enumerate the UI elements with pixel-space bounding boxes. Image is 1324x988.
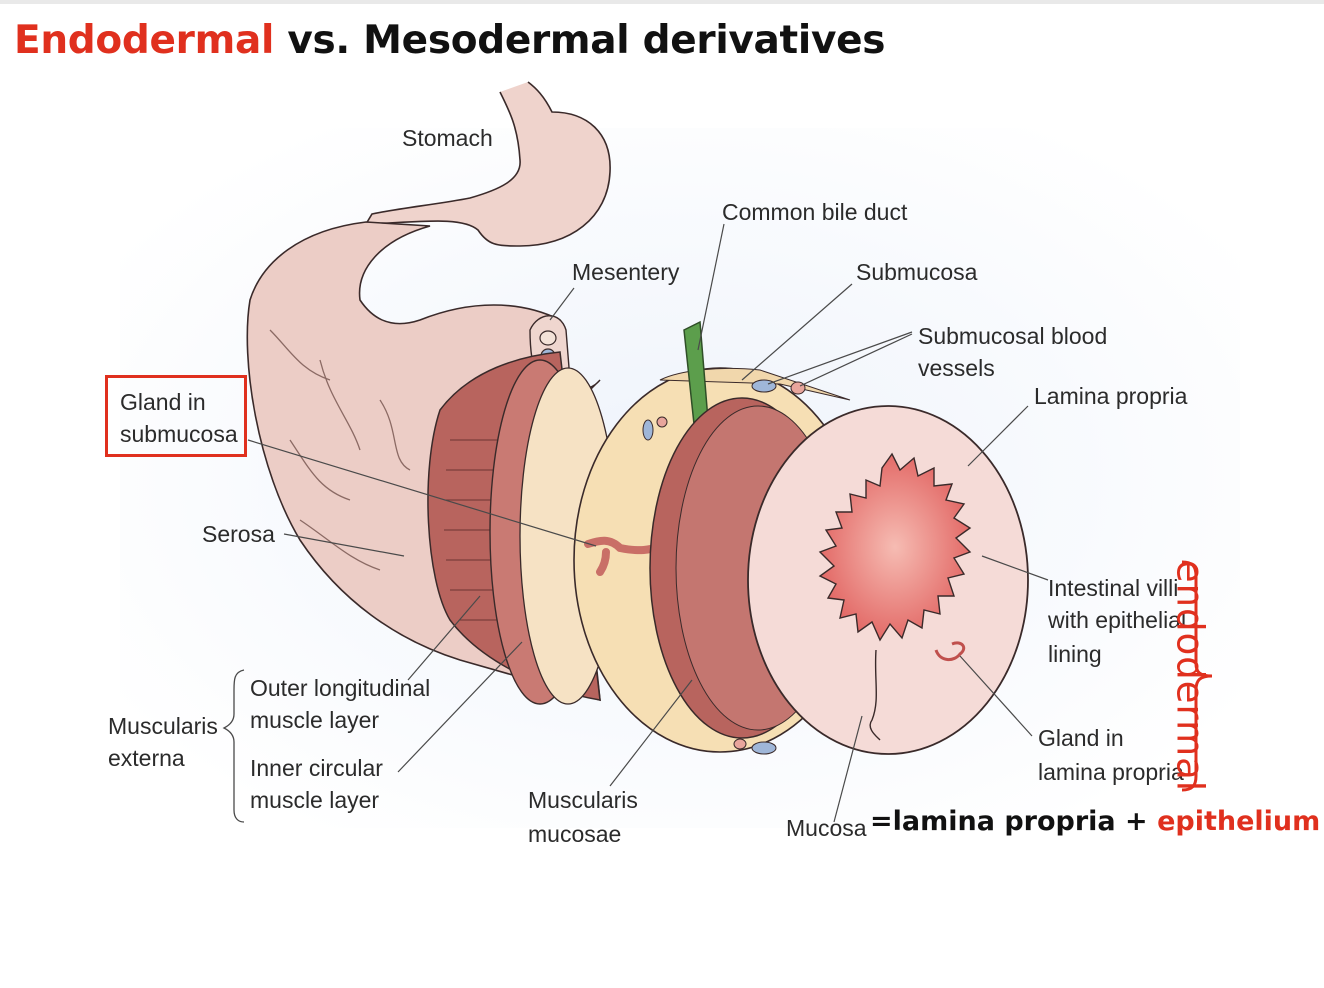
highlight-box-gland-submucosa <box>105 375 247 457</box>
top-border <box>0 0 1324 4</box>
title-highlight: Endodermal <box>14 18 275 63</box>
label-outer-long-1: Outer longitudinal <box>250 675 430 701</box>
label-intestinal-villi-2: with epithelial <box>1047 607 1186 633</box>
mucosa-equation: =lamina propria + epithelium <box>870 806 1320 837</box>
label-inner-circ-2: muscle layer <box>250 787 379 813</box>
label-submucosal-blood-2: vessels <box>918 355 995 381</box>
label-common-bile-duct: Common bile duct <box>722 199 908 225</box>
label-outer-long-2: muscle layer <box>250 707 379 733</box>
page-title: Endodermal vs. Mesodermal derivatives <box>14 18 885 63</box>
submucosal-vessel-6 <box>751 741 777 755</box>
label-gland-submucosa-2: submucosa <box>120 421 238 447</box>
submucosal-vessel-5 <box>733 738 747 750</box>
label-gland-lamina-2: lamina propria <box>1038 759 1184 785</box>
mucosa-equation-text: =lamina propria + <box>870 806 1158 837</box>
muscularis-externa-brace <box>222 669 245 823</box>
submucosal-vessel-3 <box>642 419 654 441</box>
label-inner-circ-1: Inner circular <box>250 755 383 781</box>
label-muscularis-mucosae-2: mucosae <box>528 821 621 847</box>
leader-lines <box>247 223 1049 823</box>
lamina-gland-1 <box>869 649 881 741</box>
label-gland-submucosa-1: Gland in <box>120 389 206 415</box>
label-submucosal-blood-1: Submucosal blood <box>918 323 1107 349</box>
submucosal-vessel-2 <box>790 381 806 395</box>
label-muscularis-mucosae-1: Muscularis <box>528 787 638 813</box>
label-stomach: Stomach <box>402 125 493 151</box>
label-intestinal-villi-1: Intestinal villi <box>1048 575 1178 601</box>
label-lamina-propria: Lamina propria <box>1034 383 1188 409</box>
label-mesentery: Mesentery <box>572 259 680 285</box>
serosa-vessels <box>269 329 411 571</box>
epithelium-text: epithelium <box>1157 806 1321 837</box>
label-gland-lamina-1: Gland in <box>1038 725 1124 751</box>
endodermal-brace <box>1181 560 1213 792</box>
lamina-gland-2 <box>934 641 966 661</box>
title-rest: vs. Mesodermal derivatives <box>274 18 886 63</box>
submucosal-vessel-4 <box>656 416 668 428</box>
label-submucosa: Submucosa <box>856 259 978 285</box>
endodermal-annotation: endodermal <box>1168 559 1212 793</box>
label-muscularis-externa-1: Muscularis <box>108 713 218 739</box>
mesentery-vessel-1 <box>539 330 557 346</box>
label-mucosa: Mucosa <box>786 815 867 841</box>
label-muscularis-externa-2: externa <box>108 745 185 771</box>
label-serosa: Serosa <box>202 521 275 547</box>
label-intestinal-villi-3: lining <box>1048 641 1102 667</box>
submucosa-top <box>659 367 851 401</box>
lumen-villi <box>818 452 972 642</box>
stomach-shape <box>364 81 611 247</box>
